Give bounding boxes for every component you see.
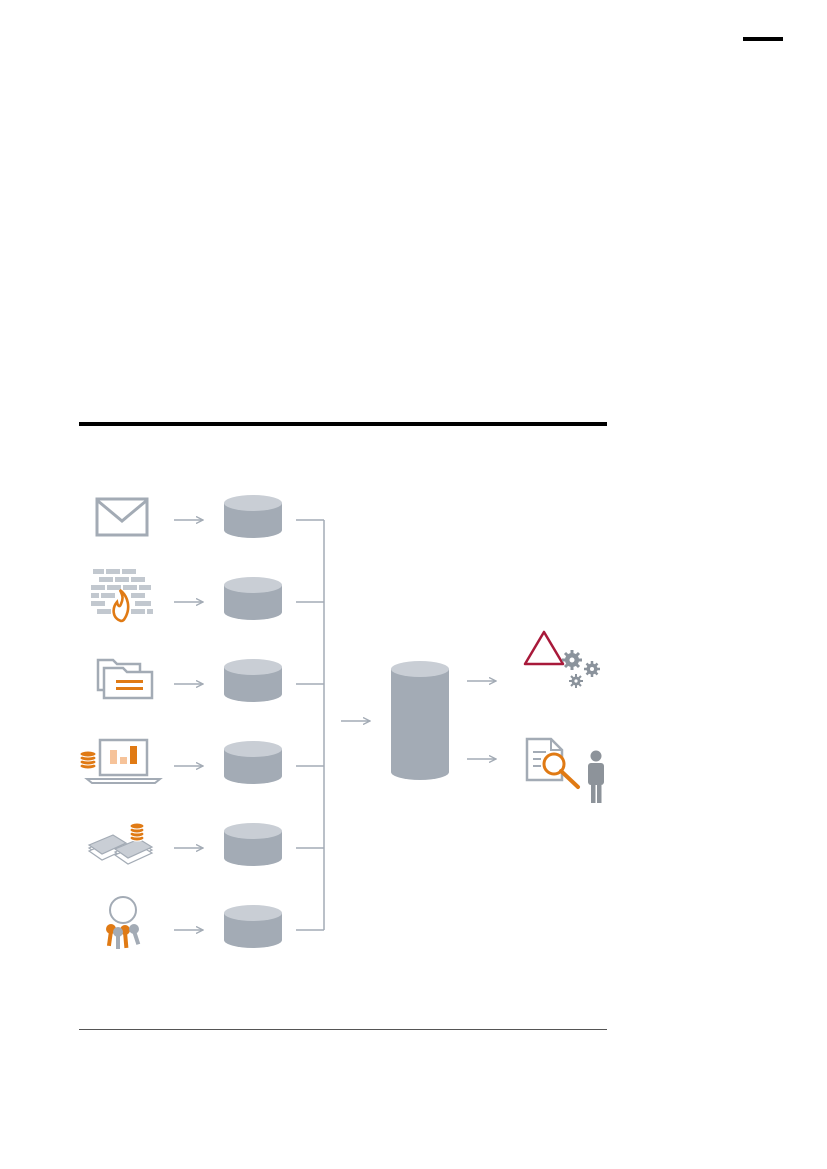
alert-gears-icon bbox=[523, 630, 600, 688]
laptop-chart-coins-icon bbox=[79, 738, 163, 784]
central-database-icon bbox=[391, 661, 449, 780]
document-search-person-icon bbox=[525, 737, 604, 803]
figure-bottom-rule bbox=[79, 1029, 607, 1030]
page-header-mark bbox=[743, 37, 783, 41]
database-icon bbox=[224, 577, 282, 620]
envelope-icon bbox=[95, 497, 149, 537]
database-icon bbox=[224, 659, 282, 702]
source-arrows bbox=[174, 520, 203, 930]
database-icon bbox=[224, 741, 282, 784]
banknotes-coins-icon bbox=[87, 822, 154, 865]
database-icon bbox=[224, 905, 282, 948]
bracket-connector bbox=[296, 519, 325, 931]
figure-top-rule bbox=[79, 422, 607, 426]
folder-document-icon bbox=[96, 658, 154, 700]
database-icon bbox=[224, 823, 282, 866]
firewall-icon bbox=[91, 569, 153, 623]
database-icon bbox=[224, 495, 282, 538]
keys-icon bbox=[106, 896, 141, 949]
